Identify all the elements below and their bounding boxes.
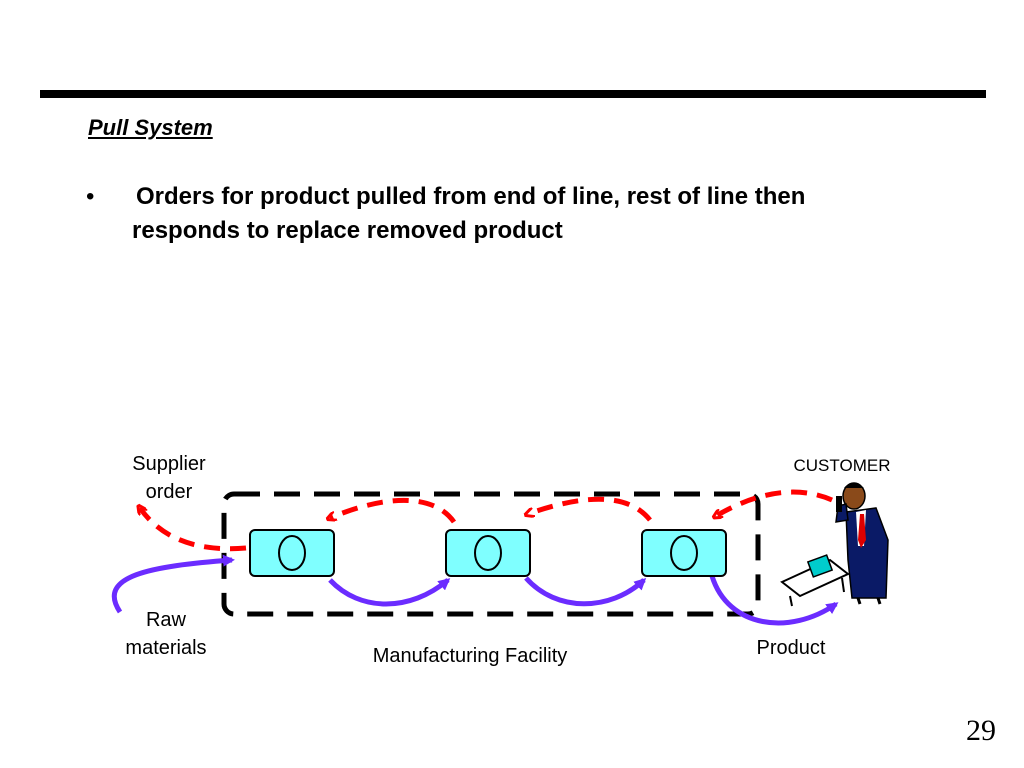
material-flow-raw-in <box>111 554 235 614</box>
material-flow-product-out <box>709 575 839 626</box>
page-number: 29 <box>966 714 996 747</box>
pull-signal-customer-to-station3 <box>716 489 834 516</box>
raw-materials-label: Raw materials <box>110 606 222 662</box>
workstation-1 <box>249 529 335 577</box>
product-label: Product <box>756 637 826 659</box>
workstation-2 <box>445 529 531 577</box>
slide-heading: Pull System <box>88 115 213 140</box>
material-flow-station1-to-station2 <box>328 578 451 607</box>
bullet-point: • Orders for product pulled from end of … <box>86 180 966 248</box>
supplier-order-label: Supplier order <box>110 450 228 506</box>
bullet-mark: • <box>86 183 95 210</box>
material-flow-station2-to-station3 <box>524 576 647 607</box>
workstation-icon <box>670 535 698 571</box>
workstation-icon <box>474 535 502 571</box>
customer-label: CUSTOMER <box>793 456 891 475</box>
bullet-text-line-2: responds to replace removed product <box>132 217 563 244</box>
workstation-3 <box>641 529 727 577</box>
bullet-text-line-1: Orders for product pulled from end of li… <box>136 183 806 210</box>
facility-boundary <box>221 491 761 617</box>
workstation-icon <box>278 535 306 571</box>
raw-materials-label-line-2: materials <box>125 637 207 659</box>
manufacturing-facility-label: Manufacturing Facility <box>372 645 568 667</box>
raw-materials-label-line-1: Raw <box>145 609 186 631</box>
customer-phone-clipart-icon <box>780 482 889 607</box>
supplier-order-label-line-2: order <box>145 481 193 503</box>
pull-signal-station2-to-station1 <box>330 498 457 524</box>
supplier-order-label-line-1: Supplier <box>132 453 206 475</box>
pull-signal-to-supplier <box>140 508 247 552</box>
top-rule <box>40 90 986 98</box>
pull-signal-station3-to-station2 <box>528 496 652 522</box>
